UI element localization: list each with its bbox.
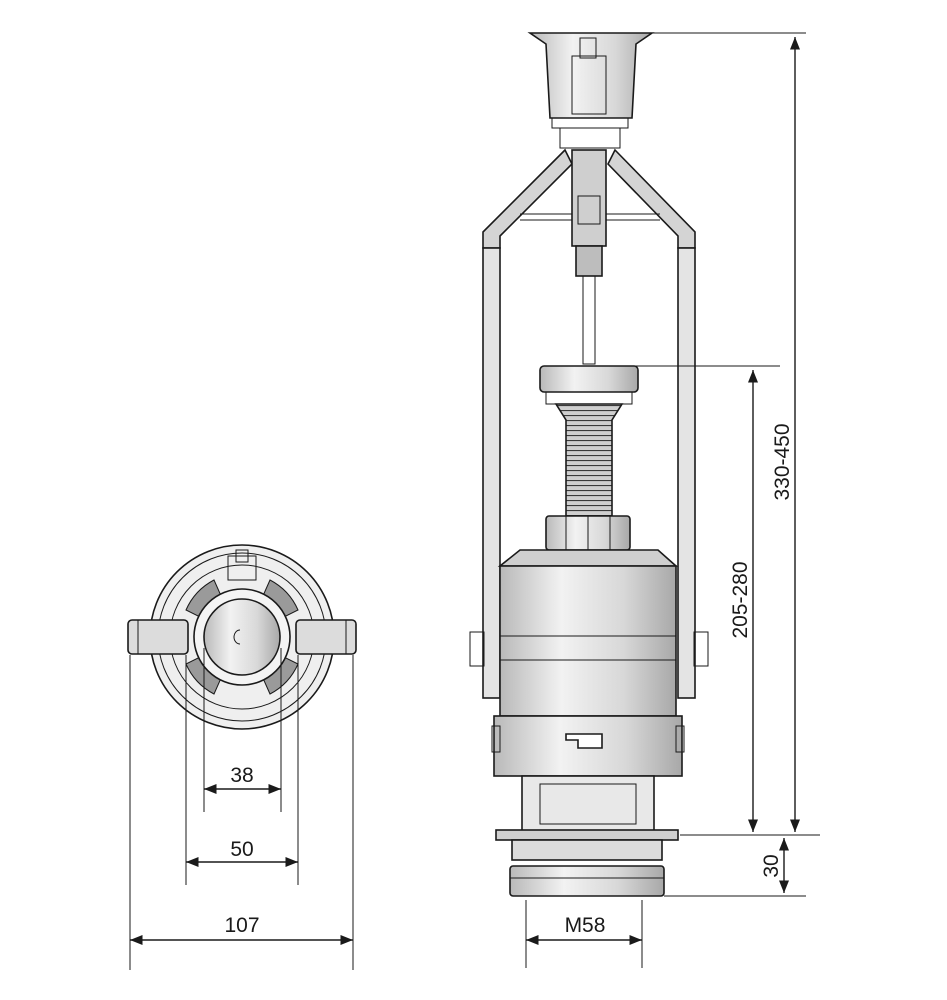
guide-rail-right (677, 247, 696, 699)
linkage-clip (577, 195, 601, 225)
dim-label-thread-size: M58 (565, 914, 606, 937)
side-view-dimensions: 330-450 205-280 30 M58 (525, 32, 820, 968)
center-cup (203, 598, 281, 676)
dim-label-valve-height: 205-280 (729, 561, 752, 638)
button-collar (551, 117, 629, 129)
top-latch-detail (235, 549, 249, 563)
valve-body (499, 565, 677, 717)
guide-rail-left (482, 247, 501, 699)
thread-collar (511, 839, 663, 861)
body-top (497, 549, 679, 567)
push-button (527, 32, 655, 119)
center-mark (233, 629, 241, 645)
outlet-cage-window (539, 783, 637, 825)
side-tab-left (491, 725, 501, 753)
button-stem-top (579, 37, 597, 59)
button-spring (571, 55, 607, 115)
dim-label-overall-width: 107 (224, 914, 259, 937)
thread-nut (509, 865, 665, 897)
frame-arm-right (607, 148, 696, 249)
button-thread (559, 127, 621, 149)
dim-label-overall-height: 330-450 (771, 423, 794, 500)
linkage-lower (575, 245, 603, 277)
side-tab-mid-left (469, 631, 485, 667)
side-view (469, 32, 709, 897)
float-cap (539, 365, 639, 393)
side-arm-right (295, 619, 357, 655)
side-tab-mid-right (693, 631, 709, 667)
top-view (127, 544, 357, 730)
top-latch (227, 555, 257, 581)
float-cap-ring (545, 391, 633, 405)
side-tab-right (675, 725, 685, 753)
linkage-upper (571, 149, 607, 247)
dim-label-outer-diameter: 50 (230, 838, 253, 861)
frame-arm-left (482, 148, 573, 249)
side-arm-left (127, 619, 189, 655)
bellows-tube (554, 403, 624, 517)
dim-label-thread-height: 30 (760, 854, 783, 877)
seal-flange (495, 829, 679, 841)
dim-label-inner-diameter: 38 (230, 764, 253, 787)
top-view-dimensions: 38 50 107 (129, 648, 354, 970)
body-clip (565, 733, 603, 749)
linkage-chain (582, 275, 596, 365)
